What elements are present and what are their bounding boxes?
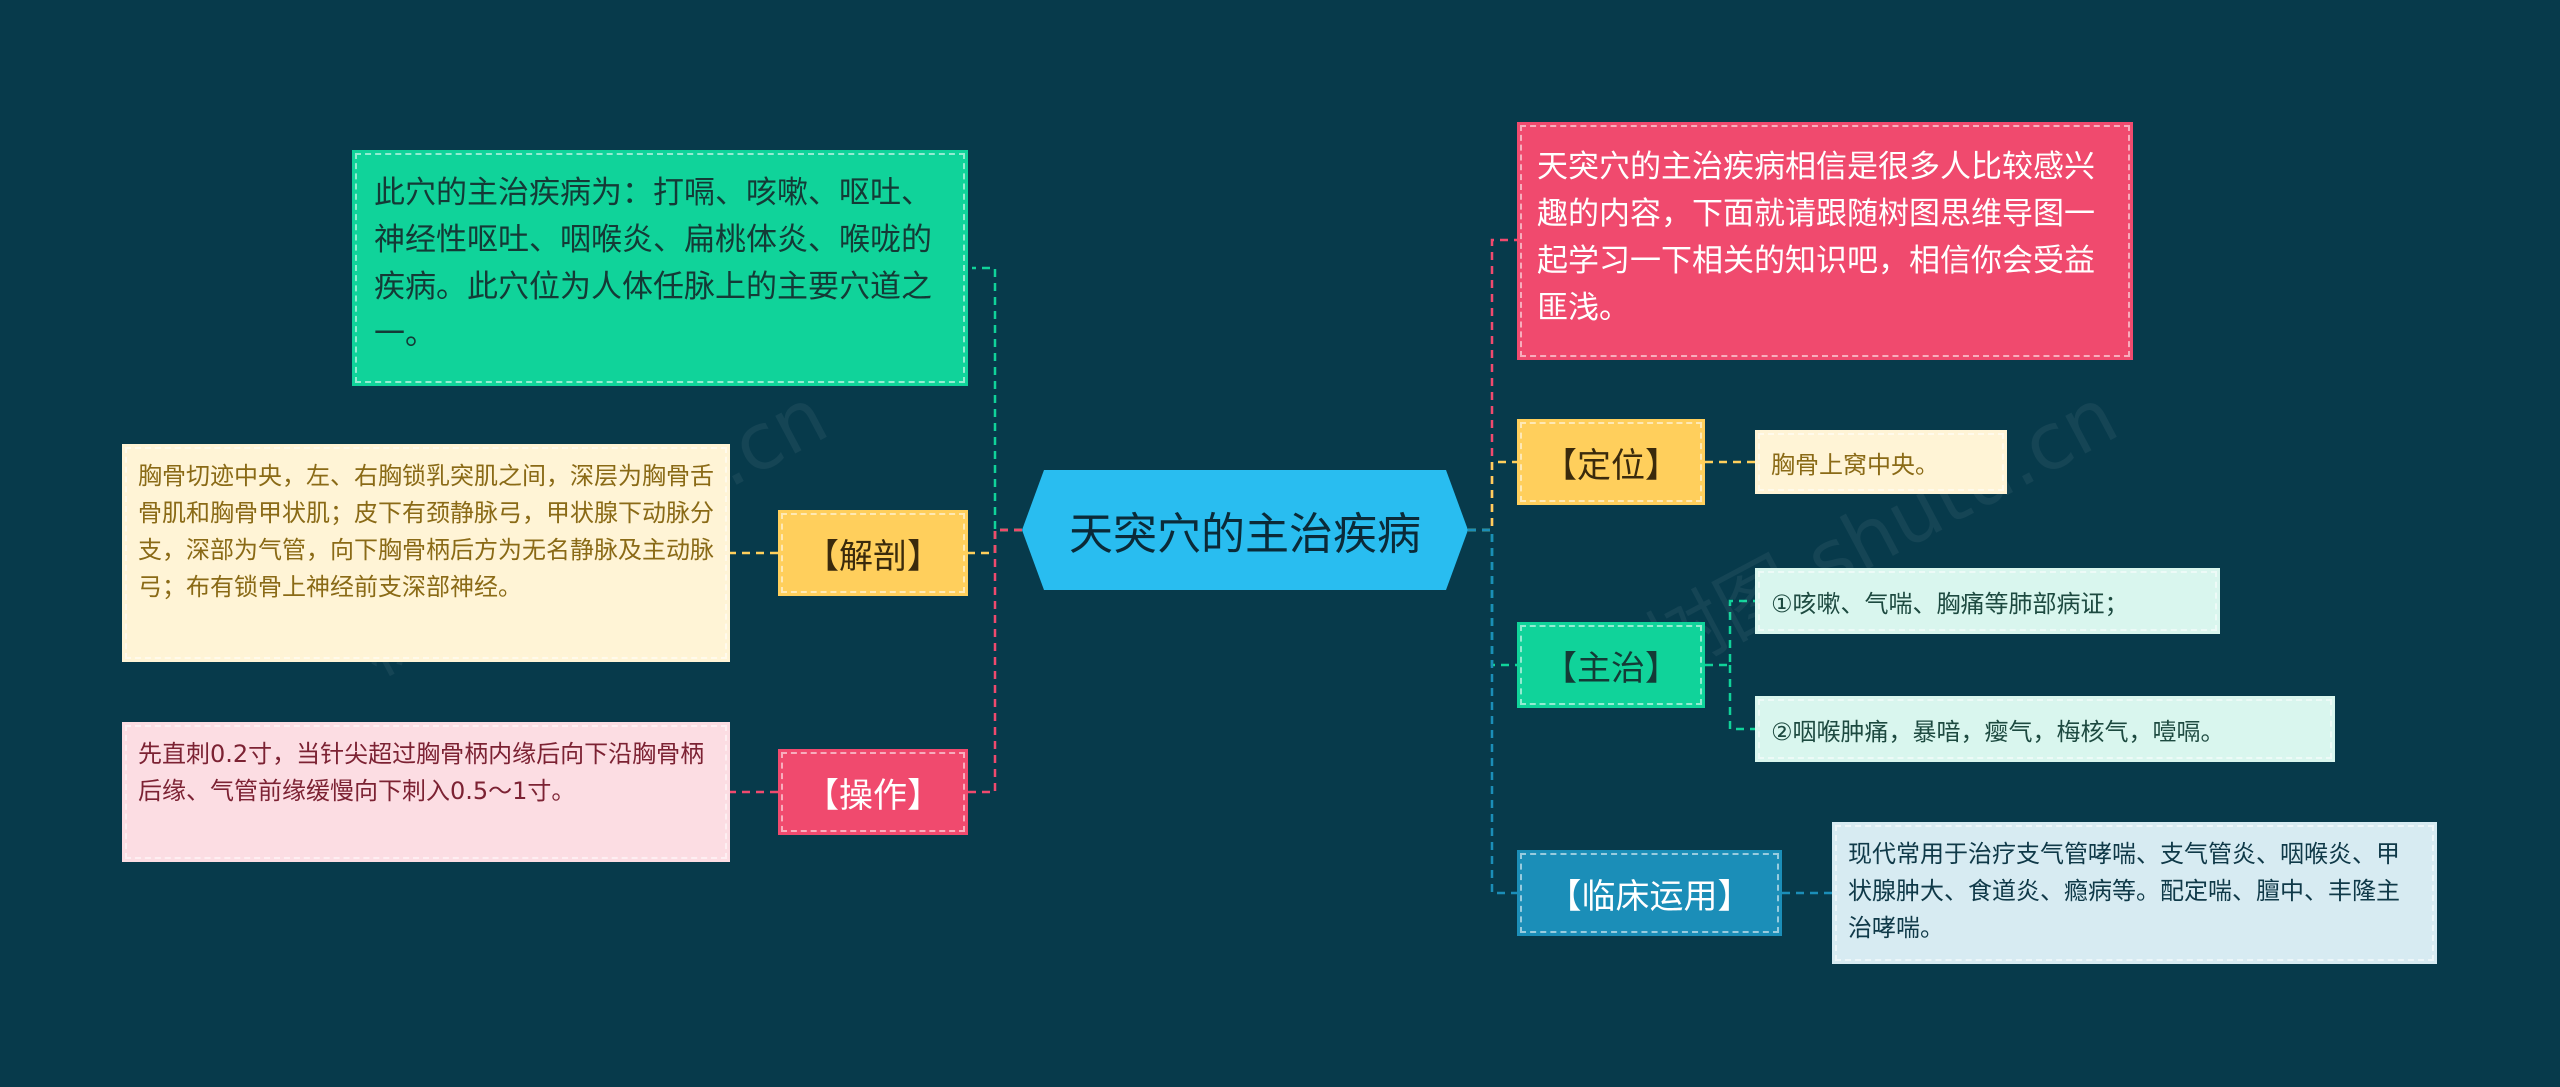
operation-detail-node[interactable]: 先直刺0.2寸，当针尖超过胸骨柄内缘后向下沿胸骨柄后缘、气管前缘缓慢向下刺入0.… — [122, 722, 730, 862]
anatomy-detail-node[interactable]: 胸骨切迹中央，左、右胸锁乳突肌之间，深层为胸骨舌骨肌和胸骨甲状肌；皮下有颈静脉弓… — [122, 444, 730, 662]
central-topic-label: 天突穴的主治疾病 — [1069, 509, 1421, 560]
link-indication-items — [1705, 599, 1755, 731]
indication-label: 【主治】 — [1543, 648, 1679, 689]
indication-item-text: ①咳嗽、气喘、胸痛等肺部病证； — [1771, 589, 2129, 618]
left-intro-text: 此穴的主治疾病为：打嗝、咳嗽、呕吐、神经性呕吐、咽喉炎、扁桃体炎、喉咙的疾病。此… — [374, 175, 932, 352]
link-right-intro — [1468, 238, 1517, 532]
indication-item-text: ②咽喉肿痛，暴喑，瘿气，梅核气，噎嗝。 — [1771, 717, 2225, 746]
right-intro-text: 天突穴的主治疾病相信是很多人比较感兴趣的内容，下面就请跟随树图思维导图一起学习一… — [1537, 149, 2095, 326]
link-intro — [972, 266, 1022, 532]
left-intro-node[interactable]: 此穴的主治疾病为：打嗝、咳嗽、呕吐、神经性呕吐、咽喉炎、扁桃体炎、喉咙的疾病。此… — [352, 150, 968, 386]
indication-item-1[interactable]: ①咳嗽、气喘、胸痛等肺部病证； — [1755, 568, 2220, 634]
indication-item-2[interactable]: ②咽喉肿痛，暴喑，瘿气，梅核气，噎嗝。 — [1755, 696, 2335, 762]
location-detail-node[interactable]: 胸骨上窝中央。 — [1755, 430, 2007, 494]
central-topic[interactable]: 天突穴的主治疾病 — [1022, 470, 1468, 590]
link-clinical — [1468, 528, 1517, 895]
clinical-detail-text: 现代常用于治疗支气管哮喘、支气管炎、咽喉炎、甲状腺肿大、食道炎、瘾病等。配定喘、… — [1848, 840, 2400, 942]
location-label: 【定位】 — [1543, 445, 1679, 486]
anatomy-node[interactable]: 【解剖】 — [778, 510, 968, 596]
clinical-node[interactable]: 【临床运用】 — [1517, 850, 1782, 936]
anatomy-label: 【解剖】 — [805, 536, 941, 577]
operation-node[interactable]: 【操作】 — [778, 749, 968, 835]
link-anatomy — [968, 528, 1022, 555]
link-location — [1468, 460, 1517, 532]
location-detail-text: 胸骨上窝中央。 — [1771, 450, 1939, 479]
clinical-label: 【临床运用】 — [1547, 876, 1752, 917]
right-intro-node[interactable]: 天突穴的主治疾病相信是很多人比较感兴趣的内容，下面就请跟随树图思维导图一起学习一… — [1517, 122, 2133, 360]
link-operation — [968, 528, 1022, 794]
anatomy-detail-text: 胸骨切迹中央，左、右胸锁乳突肌之间，深层为胸骨舌骨肌和胸骨甲状肌；皮下有颈静脉弓… — [138, 462, 714, 601]
operation-detail-text: 先直刺0.2寸，当针尖超过胸骨柄内缘后向下沿胸骨柄后缘、气管前缘缓慢向下刺入0.… — [138, 740, 705, 805]
location-node[interactable]: 【定位】 — [1517, 419, 1705, 505]
clinical-detail-node[interactable]: 现代常用于治疗支气管哮喘、支气管炎、咽喉炎、甲状腺肿大、食道炎、瘾病等。配定喘、… — [1832, 822, 2437, 964]
indication-node[interactable]: 【主治】 — [1517, 622, 1705, 708]
operation-label: 【操作】 — [805, 775, 941, 816]
